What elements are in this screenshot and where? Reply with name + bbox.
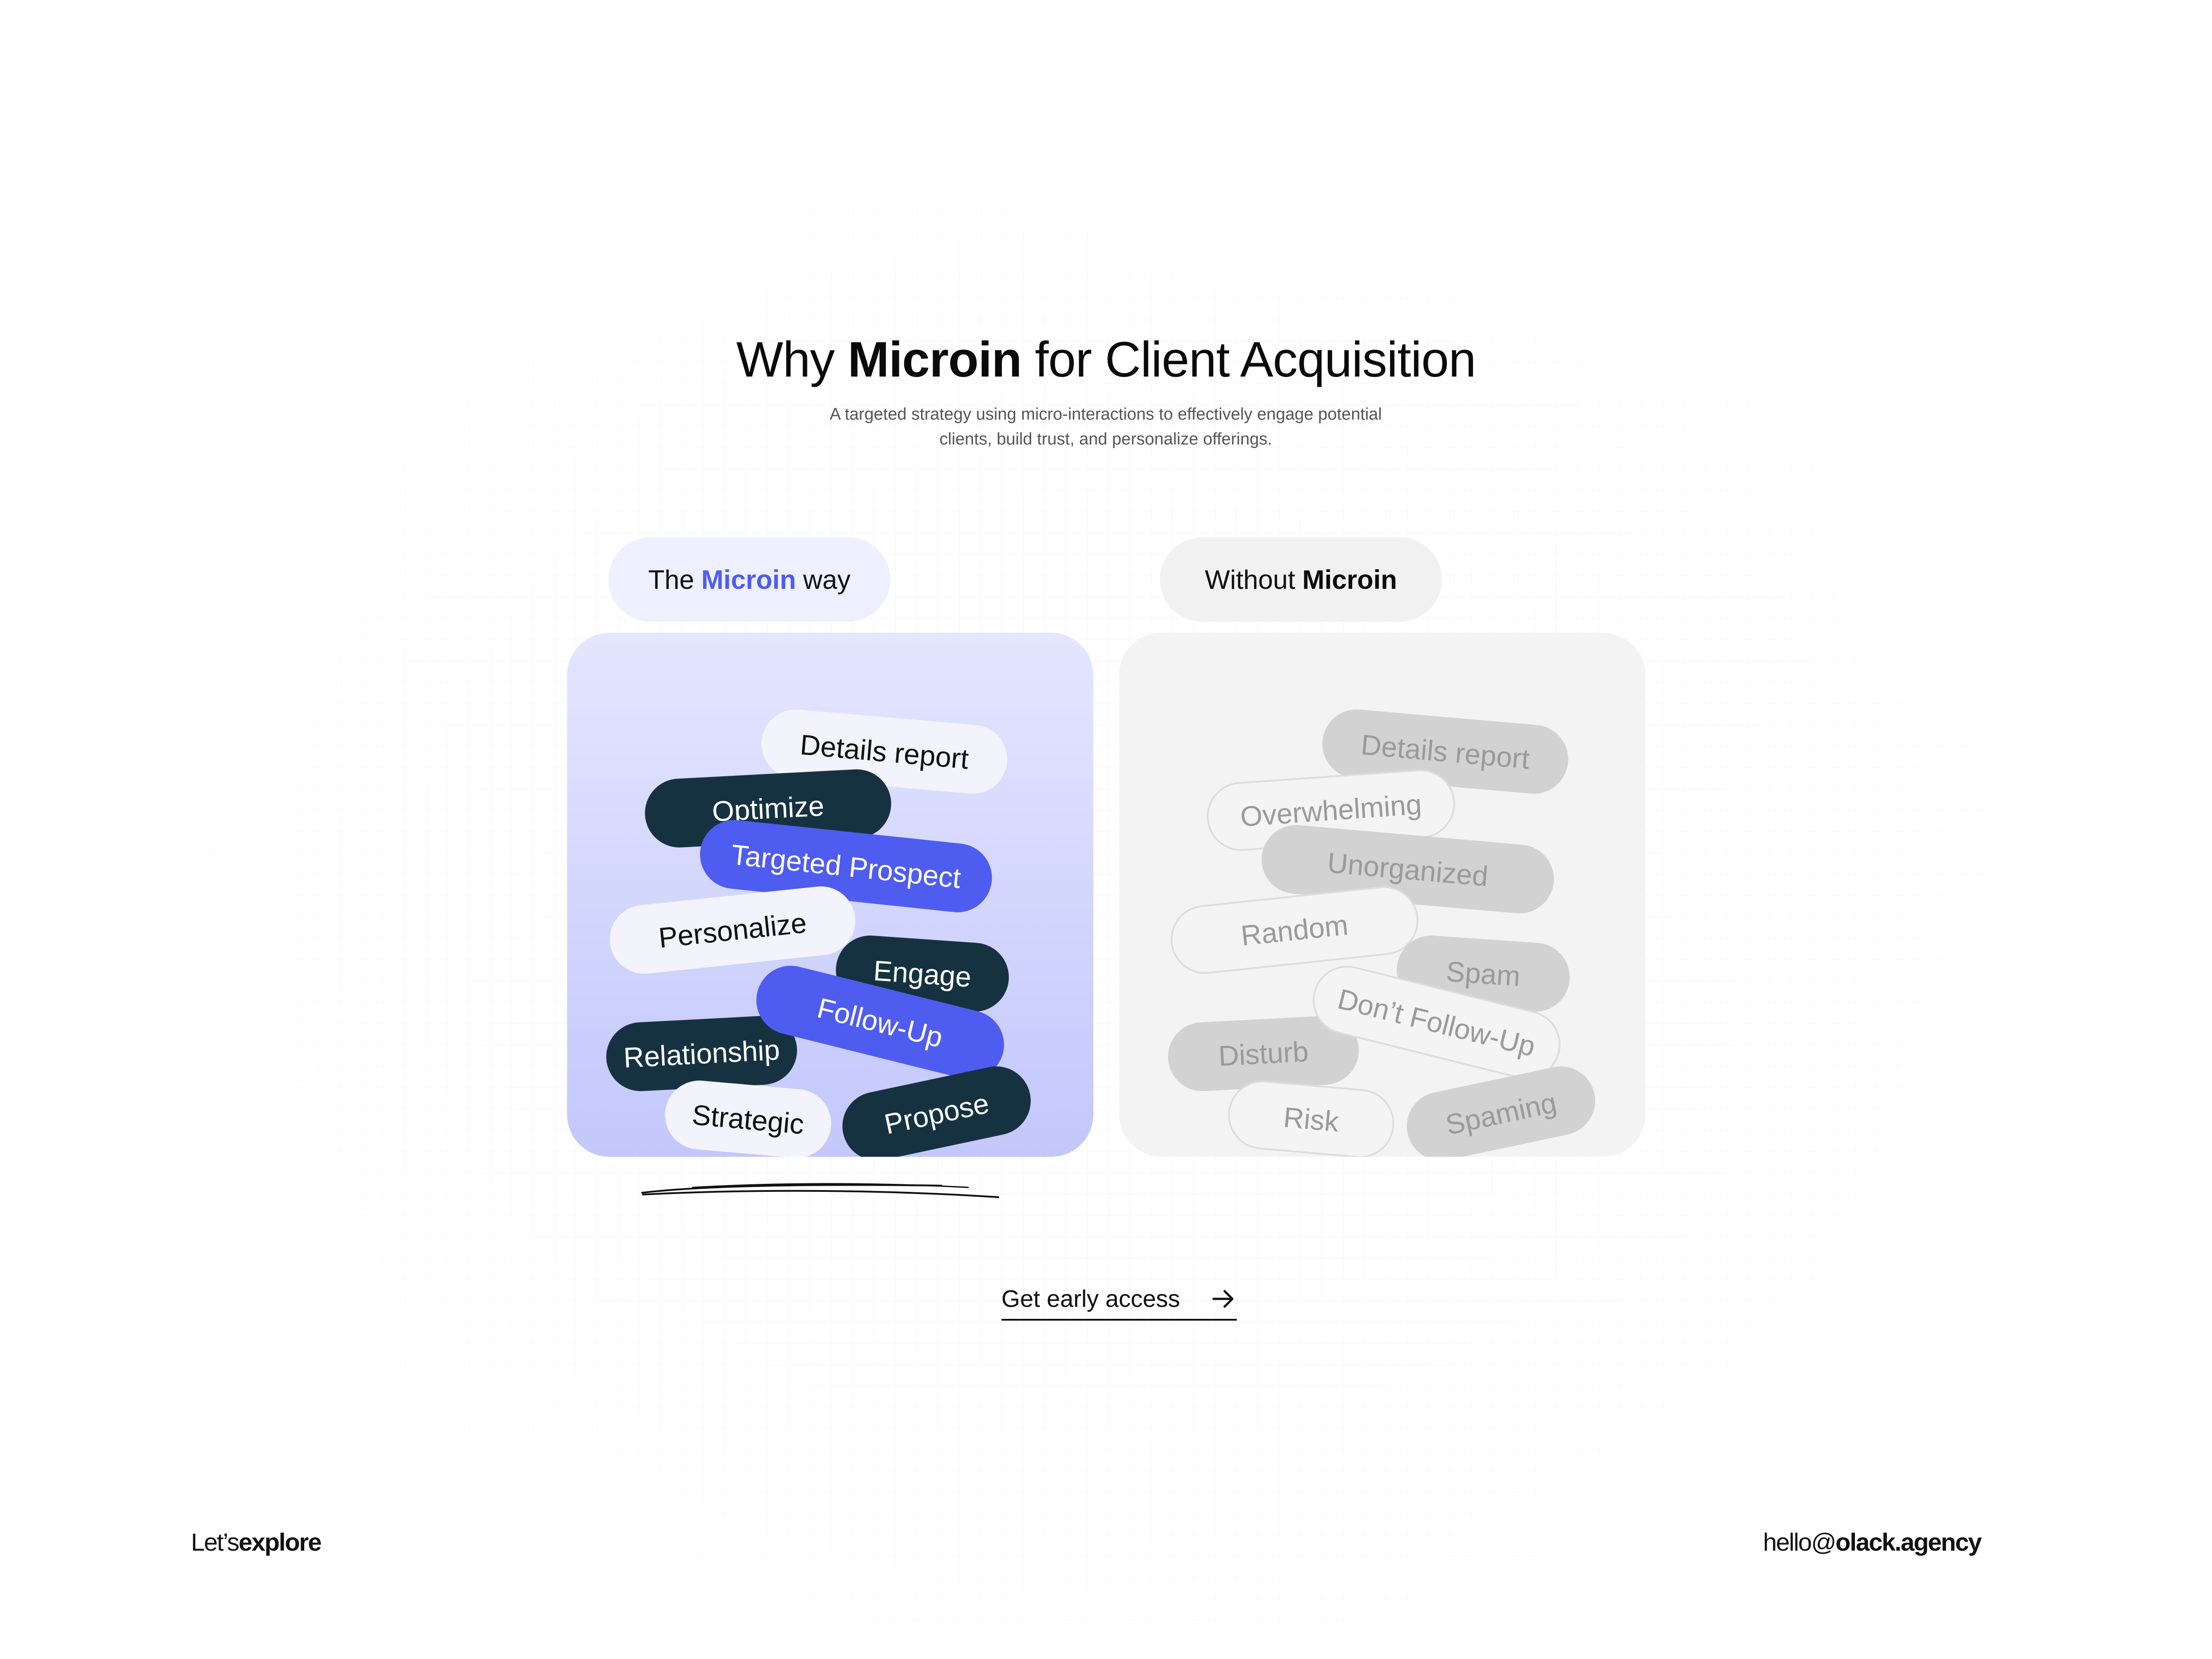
- page-title: Why Microin for Client Acquisition: [0, 329, 2212, 391]
- footer-email-prefix: hello@: [1763, 1528, 1836, 1556]
- chip-spaming: Spaming: [1400, 1060, 1602, 1157]
- label-left-brand: Microin: [701, 564, 796, 595]
- footer-left-prefix: Let’s: [191, 1528, 239, 1556]
- chip-random: Random: [1167, 883, 1422, 977]
- chip-strategic: Strategic: [662, 1077, 834, 1157]
- chip-personalize: Personalize: [606, 883, 859, 977]
- scribble-underline: [641, 1183, 999, 1198]
- title-brand: Microin: [848, 332, 1022, 387]
- without-microin-label: Without Microin: [1160, 537, 1442, 622]
- footer-email-link[interactable]: hello@olack.agency: [1763, 1528, 1982, 1556]
- footer-left-bold: explore: [238, 1528, 322, 1556]
- without-microin-panel: Details report Overwhelming Unorganized …: [1119, 633, 1645, 1157]
- label-left-prefix: The: [648, 564, 695, 595]
- arrow-right-icon: [1212, 1290, 1234, 1308]
- page-subtitle: A targeted strategy using micro-interact…: [773, 402, 1439, 452]
- microin-way-label: The Microin way: [608, 537, 890, 622]
- chip-propose: Propose: [836, 1060, 1037, 1157]
- title-prefix: Why: [736, 332, 835, 387]
- subtitle-line-2: clients, build trust, and personalize of…: [939, 430, 1272, 448]
- label-right-brand: Microin: [1302, 564, 1397, 595]
- footer-email-domain: olack.agency: [1835, 1528, 1982, 1556]
- chip-risk: Risk: [1225, 1077, 1398, 1157]
- label-right-prefix: Without: [1205, 564, 1295, 595]
- label-left-suffix: way: [803, 564, 851, 595]
- subtitle-line-1: A targeted strategy using micro-interact…: [830, 405, 1382, 424]
- get-early-access-link[interactable]: Get early access: [1001, 1279, 1237, 1321]
- microin-way-panel: Details report Optimize Targeted Prospec…: [567, 633, 1093, 1157]
- cta-label: Get early access: [1001, 1286, 1180, 1312]
- title-suffix: for Client Acquisition: [1035, 332, 1476, 387]
- footer-tagline: Let’sexplore: [191, 1528, 322, 1556]
